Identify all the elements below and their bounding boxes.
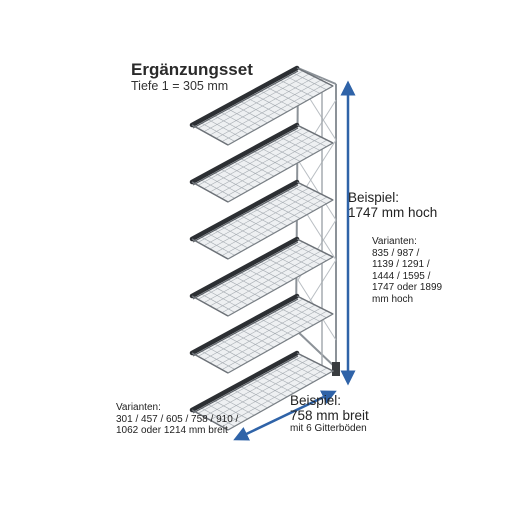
rack-foot [332, 362, 340, 376]
diagram-title: Ergänzungsset [131, 60, 253, 79]
width-variants-line: 301 / 457 / 605 / 758 / 910 / [116, 413, 239, 425]
width-variants-label: Varianten: [116, 402, 161, 413]
height-variants-label: Varianten: [372, 236, 417, 247]
width-note: mit 6 Gitterböden [290, 423, 367, 434]
height-example: Beispiel: 1747 mm hoch [348, 190, 437, 220]
height-example-label: Beispiel: [348, 190, 400, 205]
width-variants: Varianten: 301 / 457 / 605 / 758 / 910 /… [116, 402, 266, 437]
height-variants-line: 1444 / 1595 / [372, 270, 431, 282]
width-variants-line: 1062 oder 1214 mm breit [116, 425, 228, 436]
width-arrow-icon [233, 390, 337, 441]
width-example-label: Beispiel: [290, 393, 342, 408]
wire-shelf-rack-icon [189, 65, 340, 431]
depth-subtitle: Tiefe 1 = 305 mm [131, 79, 229, 93]
wire-shelf [189, 179, 335, 260]
height-variants-line: mm hoch [372, 293, 414, 305]
wire-shelf [189, 65, 335, 146]
width-example: Beispiel: 758 mm breit [290, 393, 369, 423]
height-variants-line: 1139 / 1291 / [372, 259, 430, 270]
width-example-value: 758 mm breit [290, 408, 369, 423]
height-variants-line: 835 / 987 / [372, 247, 420, 259]
wire-shelf [189, 122, 335, 203]
height-variants: Varianten: 835 / 987 / 1139 / 1291 / 144… [372, 236, 472, 305]
height-variants-line: 1747 oder 1899 [372, 282, 443, 293]
cross-bracing [297, 79, 337, 341]
wire-shelf [189, 293, 335, 374]
wire-shelf [189, 236, 335, 317]
height-example-value: 1747 mm hoch [348, 205, 438, 220]
